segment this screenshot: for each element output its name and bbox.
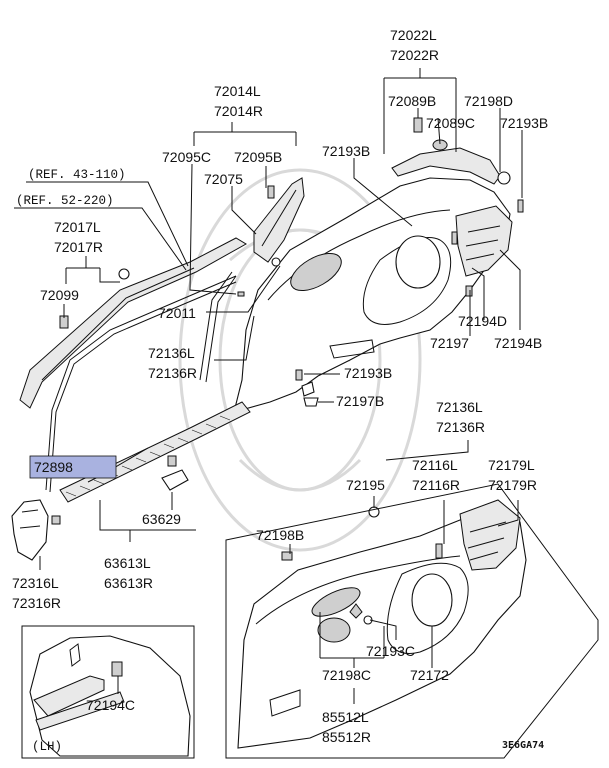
part-labels: 72022L 72022R 72014L 72014R 72089B 72198… [12,27,548,754]
label-72198c[interactable]: 72198C [322,667,371,683]
label-72195[interactable]: 72195 [346,477,385,493]
label-72197b[interactable]: 72197B [336,393,384,409]
label-63629[interactable]: 63629 [142,511,181,527]
label-72198b[interactable]: 72198B [256,527,304,543]
label-72075[interactable]: 72075 [204,171,243,187]
label-72022-r[interactable]: 72022R [390,47,439,63]
label-ref-52-220[interactable]: (REF. 52-220) [16,194,114,208]
inset-right-frame [225,483,599,759]
label-72136-left-r[interactable]: 72136R [148,365,197,381]
label-72022-l[interactable]: 72022L [390,27,437,43]
label-72197[interactable]: 72197 [430,335,469,351]
lower-trim-72316-drawing [11,499,61,561]
label-72172[interactable]: 72172 [410,667,449,683]
label-72089b[interactable]: 72089B [388,93,436,109]
fasteners-drawing [59,171,524,518]
label-72193c[interactable]: 72193C [366,643,415,659]
highlight-box [29,455,117,479]
scuff-plate-drawing [59,401,251,503]
label-72193b-mid[interactable]: 72193B [322,143,370,159]
clip-63629-drawing [161,455,189,491]
label-72095b[interactable]: 72095B [234,149,282,165]
label-72179-l[interactable]: 72179L [488,457,535,473]
upper-rear-trim-drawing [391,117,501,185]
label-72179-r[interactable]: 72179R [488,477,537,493]
label-72316-l[interactable]: 72316L [12,575,59,591]
label-72099[interactable]: 72099 [40,287,79,303]
label-72011[interactable]: 72011 [158,305,196,321]
label-72194c[interactable]: 72194C [86,697,135,713]
label-72193b-low[interactable]: 72193B [344,365,392,381]
label-72193b-top[interactable]: 72193B [500,115,548,131]
label-85512-r[interactable]: 85512R [322,729,371,745]
inset-lh-frame [21,625,195,759]
label-72116-r[interactable]: 72116R [412,477,460,493]
label-63613-r[interactable]: 63613R [104,575,153,591]
roof-rail-trim-drawing [19,237,247,409]
label-lh: (LH) [32,740,62,754]
label-72136-left-l[interactable]: 72136L [148,345,195,361]
pillar-trim-drawing [253,177,305,263]
label-72089c[interactable]: 72089C [426,115,475,131]
weatherstrip-drawing [45,271,237,493]
label-72898[interactable]: 72898 [34,459,73,475]
label-72136-right-l[interactable]: 72136L [436,399,483,415]
label-72194d[interactable]: 72194D [458,313,507,329]
label-72198d[interactable]: 72198D [464,93,513,109]
label-ref-43-110[interactable]: (REF. 43-110) [28,168,126,182]
diagram-code: 3E6GA74 [502,740,544,751]
label-63613-l[interactable]: 63613L [104,555,151,571]
label-72014-l[interactable]: 72014L [214,83,261,99]
label-72116-l[interactable]: 72116L [412,457,458,473]
label-72095c[interactable]: 72095C [162,149,211,165]
label-72017-l[interactable]: 72017L [54,219,101,235]
label-85512-l[interactable]: 85512L [322,709,369,725]
label-72014-r[interactable]: 72014R [214,103,263,119]
label-72194b[interactable]: 72194B [494,335,542,351]
label-72136-right-r[interactable]: 72136R [436,419,485,435]
label-72316-r[interactable]: 72316R [12,595,61,611]
label-72017-r[interactable]: 72017R [54,239,103,255]
